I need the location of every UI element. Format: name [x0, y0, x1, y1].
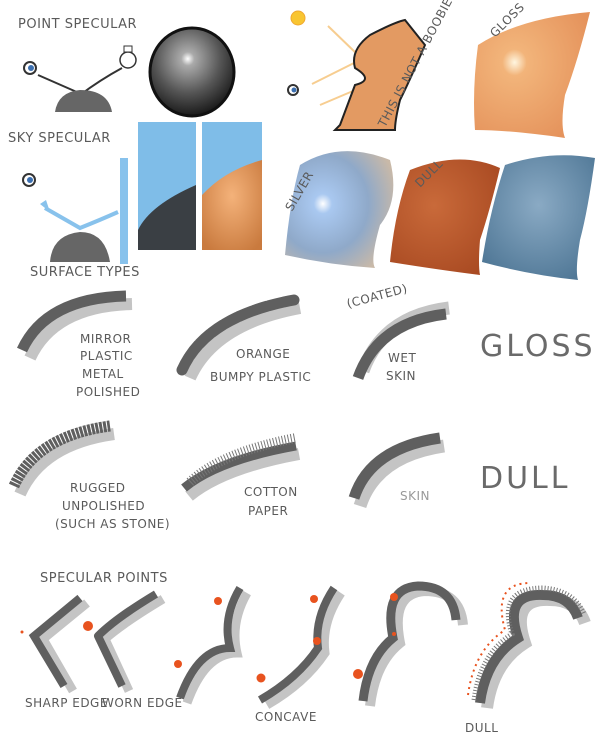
concave-stroke-1	[174, 585, 251, 705]
row-title-gloss: GLOSS	[480, 329, 596, 364]
sky-specular-swatch-dark	[138, 122, 196, 250]
label-sharp-edge: SHARP EDGE	[25, 696, 108, 710]
specular-point	[214, 597, 222, 605]
label-wet: WET	[388, 351, 416, 365]
blue-patch	[482, 155, 595, 280]
eye-icon	[23, 61, 37, 75]
heading-point-specular: POINT SPECULAR	[18, 17, 137, 32]
specular-points-scattered	[467, 582, 531, 696]
bump-shape	[55, 90, 112, 112]
specular-point	[20, 630, 24, 634]
lightbulb-icon	[119, 45, 137, 69]
s-curve-stroke	[353, 581, 468, 707]
label-such-as-stone: (SUCH AS STONE)	[55, 517, 170, 531]
row-title-dull: DULL	[480, 461, 571, 496]
dull-rough-stroke	[467, 582, 591, 709]
concave-stroke-2	[256, 585, 345, 709]
sky-specular-swatch-skin	[202, 122, 262, 250]
eye-icon	[22, 173, 36, 187]
label-worn-edge: WORN EDGE	[102, 696, 183, 710]
label-skin: SKIN	[400, 489, 430, 503]
dull-skin-patch	[390, 159, 500, 275]
label-metal: METAL	[82, 367, 124, 381]
skin-profile-shape	[332, 18, 427, 131]
label-polished: POLISHED	[76, 385, 140, 399]
stroke-mirror	[17, 290, 133, 361]
heading-specular-points: SPECULAR POINTS	[40, 571, 168, 586]
specular-point	[256, 673, 266, 683]
label-paper: PAPER	[248, 504, 288, 518]
label-dull-specular: DULL	[465, 721, 498, 735]
gloss-skin-patch	[474, 12, 590, 138]
sky-bar	[120, 158, 128, 264]
label-mirror: MIRROR	[80, 332, 131, 346]
specular-point	[83, 621, 93, 631]
label-skin-wet: SKIN	[386, 369, 416, 383]
label-orange: ORANGE	[236, 347, 290, 361]
silver-patch	[285, 151, 394, 268]
specular-point	[353, 669, 363, 679]
stroke-wet-skin	[352, 301, 450, 380]
label-rugged: RUGGED	[70, 481, 126, 495]
specular-point	[313, 637, 321, 645]
label-concave: CONCAVE	[255, 710, 317, 724]
stroke-orange-bumpy	[176, 294, 302, 381]
stroke-rugged	[8, 420, 115, 497]
label-cotton: COTTON	[244, 485, 298, 499]
specular-point	[392, 632, 396, 636]
label-plastic: PLASTIC	[80, 349, 133, 363]
specular-point	[174, 660, 182, 668]
worn-edge-stroke	[83, 590, 166, 693]
eye-icon	[287, 84, 299, 96]
bump-shape	[50, 232, 110, 262]
label-coated: (COATED)	[345, 281, 409, 311]
specular-point	[390, 593, 398, 601]
stroke-cotton	[181, 433, 301, 501]
sun-icon	[290, 10, 306, 26]
heading-surface-types: SURFACE TYPES	[30, 265, 140, 280]
sharp-edge-stroke	[20, 594, 90, 694]
label-bumpy-plastic: BUMPY PLASTIC	[210, 370, 311, 384]
specular-point	[310, 595, 318, 603]
sky-reflection-arrow	[44, 206, 119, 231]
label-unpolished: UNPOLISHED	[62, 499, 145, 513]
glossy-sphere	[148, 26, 236, 118]
stroke-skin	[348, 432, 446, 509]
heading-sky-specular: SKY SPECULAR	[8, 131, 111, 146]
